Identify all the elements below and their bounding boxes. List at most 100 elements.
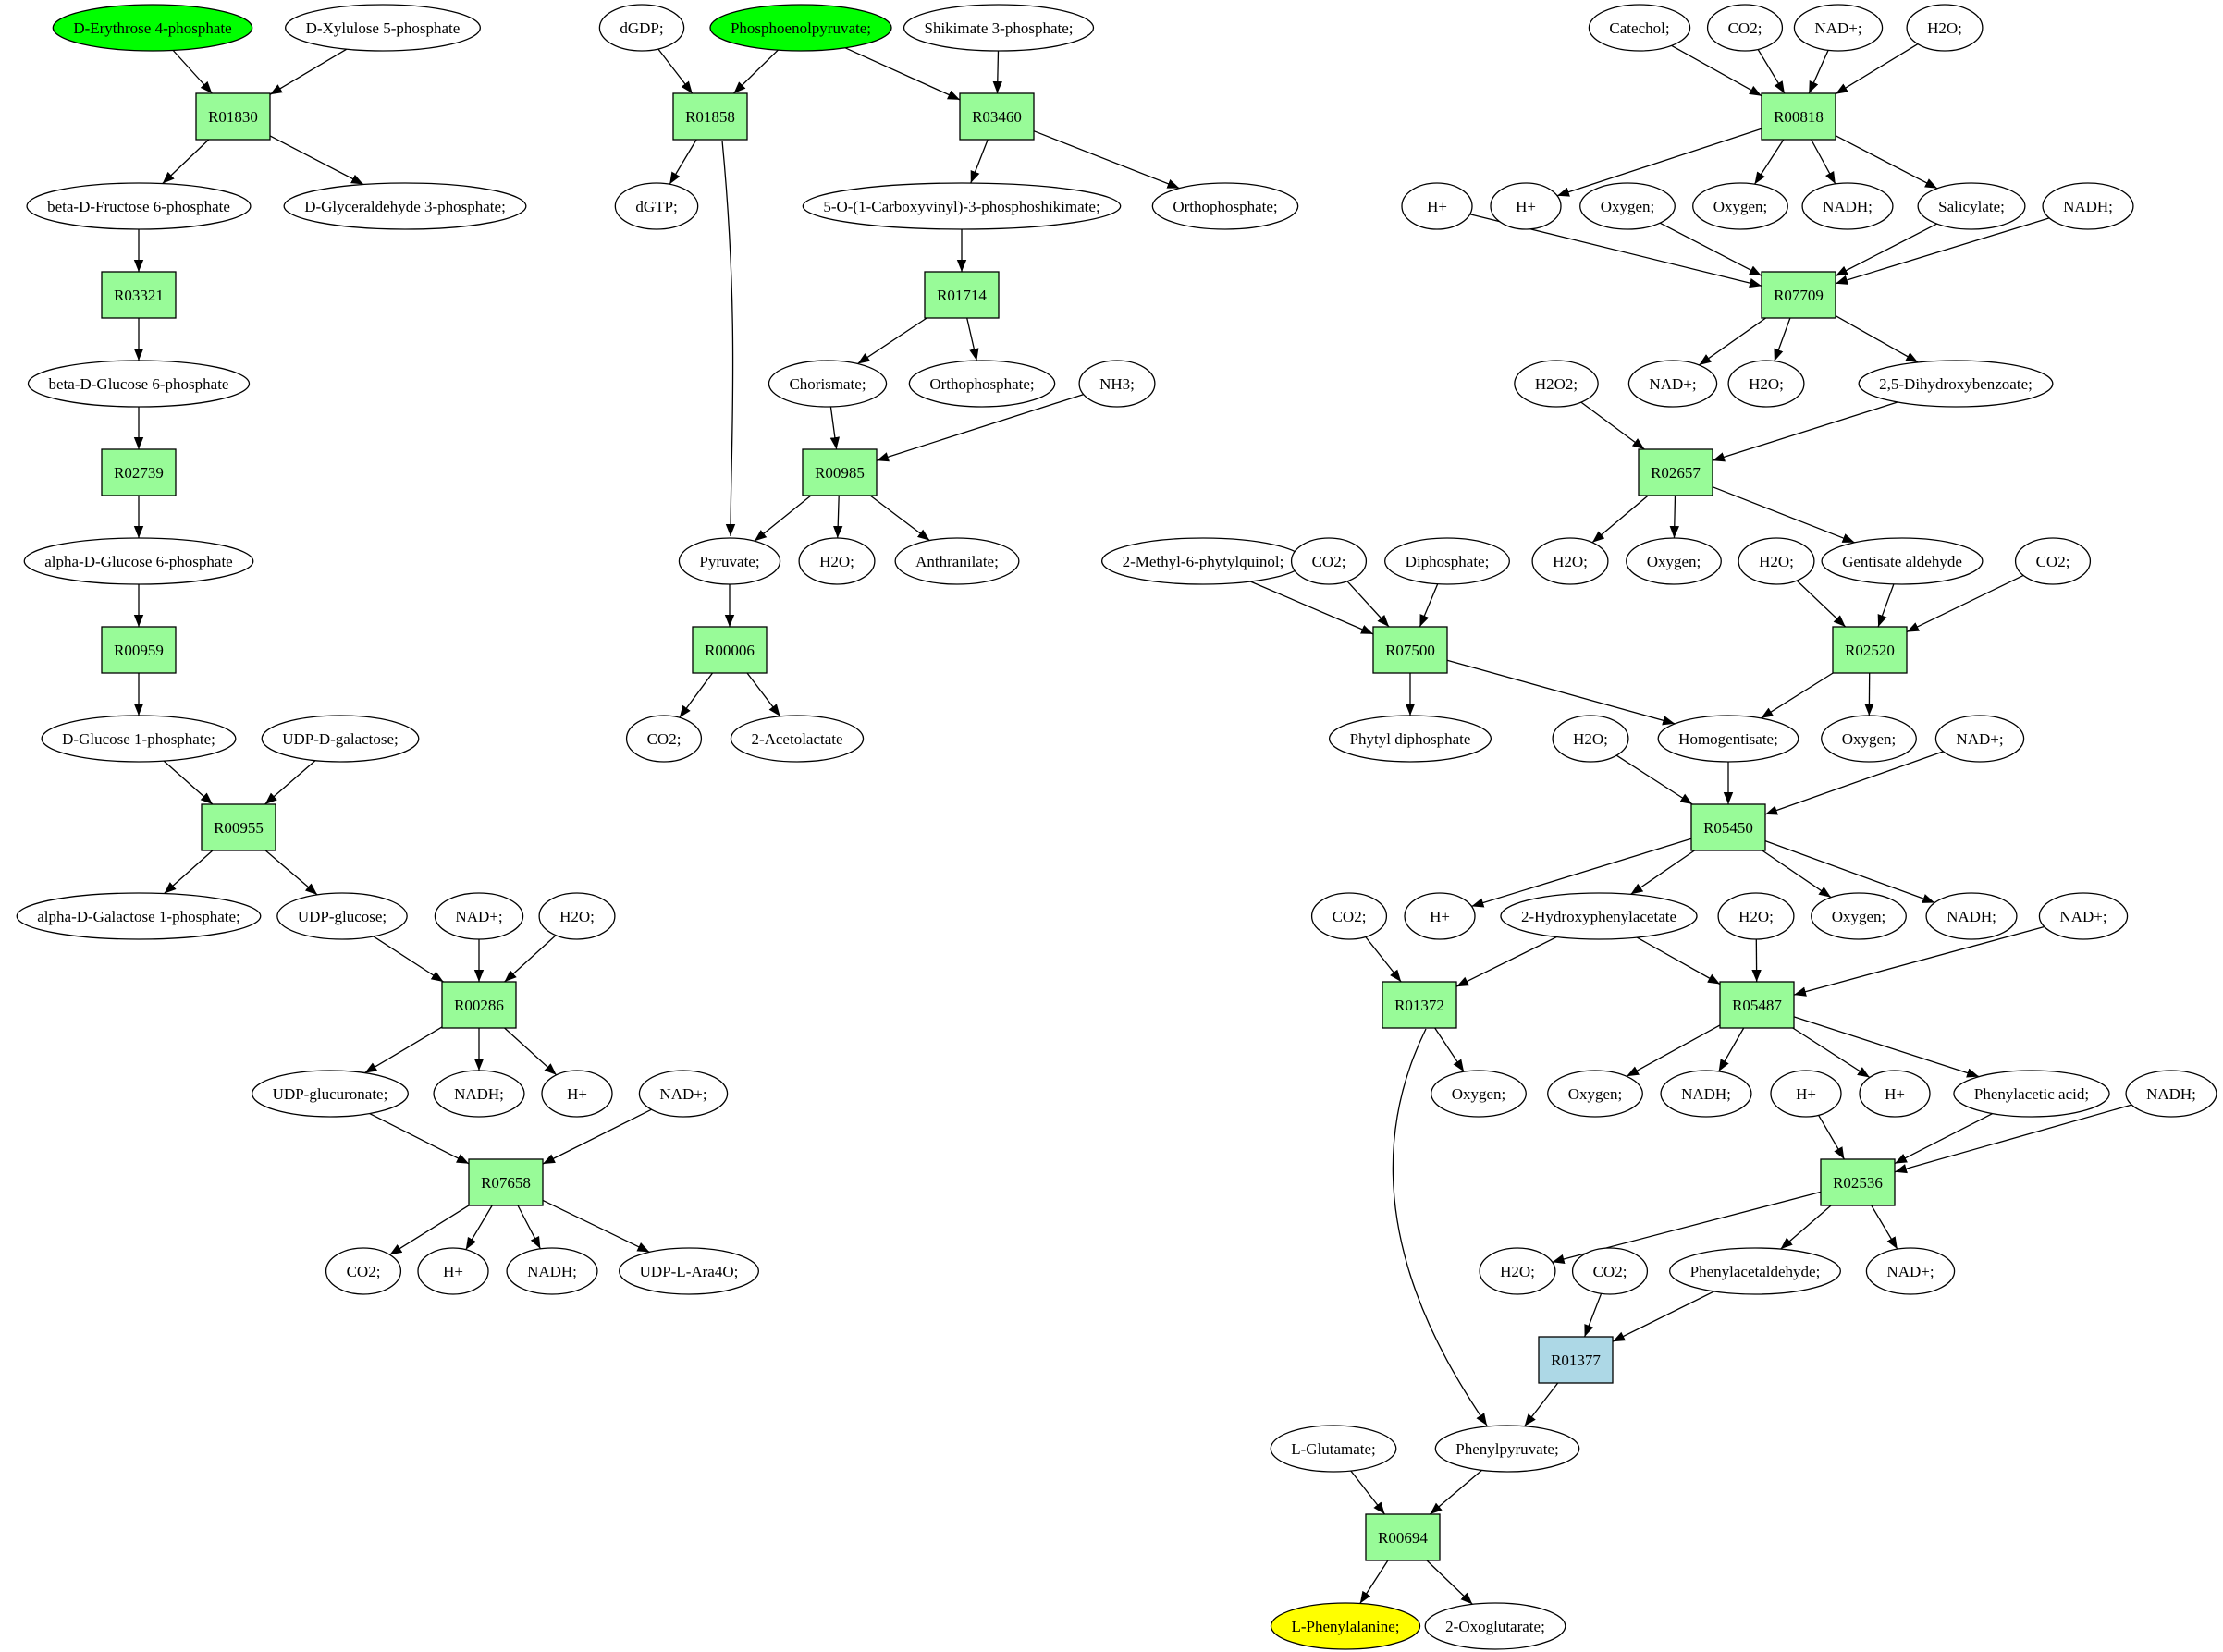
node-shape bbox=[285, 4, 481, 52]
edge-m_nadp_f-to-r_R05487 bbox=[1793, 925, 2045, 997]
edge-r_R02536-to-m_nadp_g bbox=[1871, 1205, 1898, 1250]
edge-r_R00818-to-m_h_d bbox=[1556, 128, 1762, 197]
edge-m_e4p-to-r_R01830 bbox=[172, 50, 213, 94]
node-shape bbox=[1290, 537, 1368, 585]
edge-m_nadh_d-to-r_R07709 bbox=[1835, 217, 2050, 285]
node-label: H+ bbox=[1427, 198, 1447, 215]
metabolite-node-m_gald: Gentisate aldehyde bbox=[1821, 537, 1984, 585]
edge-r_R05450-to-m_h_e bbox=[1471, 838, 1692, 908]
node-label: R02520 bbox=[1845, 642, 1895, 659]
edge-r_R02520-to-m_hgent bbox=[1760, 672, 1834, 719]
edge-m_dhb-to-r_R02657 bbox=[1712, 401, 1898, 462]
node-label: Orthophosphate; bbox=[1173, 198, 1277, 215]
node-shape bbox=[672, 92, 748, 141]
node-label: Oxygen; bbox=[1568, 1085, 1623, 1103]
node-shape bbox=[1761, 92, 1836, 141]
metabolite-node-m_dgtp: dGTP; bbox=[614, 182, 699, 230]
edge-r_R00286-to-m_udpglcur bbox=[364, 1026, 443, 1074]
edge-m_o2_a-to-r_R07709 bbox=[1659, 222, 1762, 276]
node-shape bbox=[1793, 4, 1884, 52]
node-label: R05487 bbox=[1732, 997, 1782, 1014]
node-label: R01377 bbox=[1551, 1352, 1601, 1369]
node-label: NADH; bbox=[1947, 908, 1996, 925]
edge-m_h2o_g-to-r_R05450 bbox=[1615, 754, 1693, 805]
node-label: Oxygen; bbox=[1647, 553, 1701, 570]
node-label: NADH; bbox=[1823, 198, 1873, 215]
node-label: H+ bbox=[1430, 908, 1450, 925]
node-label: D-Erythrose 4-phosphate bbox=[73, 19, 231, 37]
metabolite-node-m_h2o_h: H2O; bbox=[1717, 892, 1795, 940]
node-label: Homogentisate; bbox=[1678, 730, 1778, 748]
edge-m_mpq-to-r_R07500 bbox=[1250, 581, 1374, 635]
node-label: NH3; bbox=[1099, 375, 1135, 393]
edge-r_R01714-to-m_chor bbox=[857, 317, 927, 365]
node-shape bbox=[325, 1247, 402, 1295]
node-label: R02739 bbox=[114, 464, 164, 482]
node-label: H+ bbox=[1885, 1085, 1905, 1103]
node-label: H+ bbox=[1516, 198, 1536, 215]
edge-r_R01372-to-m_phpyr bbox=[1392, 1028, 1488, 1426]
node-label: H2O; bbox=[819, 553, 854, 570]
node-shape bbox=[538, 892, 616, 940]
edge-r_R00694-to-m_akg bbox=[1426, 1560, 1473, 1605]
node-label: Oxygen; bbox=[1832, 908, 1886, 925]
edge-m_chor-to-r_R00985 bbox=[829, 406, 841, 450]
metabolite-node-m_nadp_a: NAD+; bbox=[434, 892, 524, 940]
node-label: NAD+; bbox=[2059, 908, 2106, 925]
node-shape bbox=[23, 537, 254, 585]
node-shape bbox=[261, 715, 420, 763]
metabolite-node-m_co2_d: CO2; bbox=[2014, 537, 2092, 585]
metabolite-node-m_udpgal: UDP-D-galactose; bbox=[261, 715, 420, 763]
node-shape bbox=[1738, 537, 1815, 585]
metabolite-node-m_o2_f: Oxygen; bbox=[1431, 1070, 1527, 1118]
node-label: UDP-L-Ara4O; bbox=[640, 1263, 739, 1280]
node-label: Phenylpyruvate; bbox=[1455, 1440, 1558, 1458]
node-label: Oxygen; bbox=[1452, 1085, 1506, 1103]
node-label: NADH; bbox=[454, 1085, 504, 1103]
edge-m_salicylate-to-r_R07709 bbox=[1835, 223, 1937, 277]
node-shape bbox=[1801, 182, 1894, 230]
edge-m_h2o2-to-r_R02657 bbox=[1580, 401, 1645, 450]
metabolite-node-m_nadp_c: NAD+; bbox=[1793, 4, 1884, 52]
metabolite-node-m_h2o_f: H2O; bbox=[1738, 537, 1815, 585]
node-label: R03321 bbox=[114, 287, 164, 304]
metabolite-node-m_pep: Phosphoenolpyruvate; bbox=[709, 4, 892, 52]
edge-m_s3p-to-r_R03460 bbox=[992, 50, 1002, 94]
edge-m_nh3-to-r_R00985 bbox=[876, 393, 1084, 462]
node-label: D-Glyceraldehyde 3-phosphate; bbox=[304, 198, 506, 215]
edge-m_co2_e-to-r_R07500 bbox=[1346, 581, 1390, 628]
node-shape bbox=[1434, 1425, 1580, 1473]
metabolite-node-m_nadh_c: NADH; bbox=[1801, 182, 1894, 230]
metabolite-node-m_co2_g: CO2; bbox=[1571, 1247, 1649, 1295]
reaction-node-r_R02739: R02739 bbox=[101, 448, 177, 496]
metabolite-node-m_nadh_a: NADH; bbox=[433, 1070, 525, 1118]
node-label: 2,5-Dihydroxybenzoate; bbox=[1879, 375, 2033, 393]
metabolite-node-m_nadh_e: NADH; bbox=[1925, 892, 2018, 940]
reaction-node-r_R01858: R01858 bbox=[672, 92, 748, 141]
edge-m_co2_c-to-r_R00818 bbox=[1757, 49, 1786, 94]
node-label: R01830 bbox=[208, 108, 258, 126]
edge-r_R07658-to-m_co2_a bbox=[389, 1205, 470, 1255]
node-shape bbox=[1431, 1070, 1527, 1118]
node-label: 2-Acetolactate bbox=[751, 730, 842, 748]
metabolite-node-m_h2o_i: H2O; bbox=[1479, 1247, 1556, 1295]
node-label: CO2; bbox=[1333, 908, 1367, 925]
node-shape bbox=[894, 537, 1020, 585]
edge-r_R05450-to-m_hpa bbox=[1630, 850, 1695, 895]
metabolite-node-m_h_d: H+ bbox=[1490, 182, 1562, 230]
node-label: NADH; bbox=[2063, 198, 2113, 215]
metabolite-node-m_udpglc: UDP-glucose; bbox=[276, 892, 408, 940]
node-label: R00985 bbox=[815, 464, 865, 482]
node-shape bbox=[1719, 981, 1795, 1029]
node-shape bbox=[1953, 1070, 2110, 1118]
reaction-node-r_R07500: R07500 bbox=[1372, 626, 1448, 674]
metabolite-node-m_phe: L-Phenylalanine; bbox=[1270, 1602, 1421, 1650]
node-label: 2-Methyl-6-phytylquinol; bbox=[1123, 553, 1284, 570]
edge-r_R00006-to-m_acl bbox=[746, 672, 781, 717]
metabolite-node-m_h2o_b: H2O; bbox=[798, 537, 876, 585]
node-shape bbox=[1858, 360, 2054, 408]
reaction-node-r_R03460: R03460 bbox=[959, 92, 1035, 141]
node-shape bbox=[1917, 182, 2026, 230]
node-label: H2O; bbox=[1759, 553, 1794, 570]
node-shape bbox=[1859, 1070, 1931, 1118]
